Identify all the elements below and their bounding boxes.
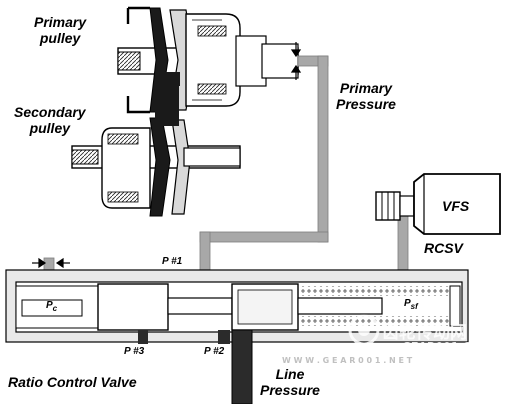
- rcsv-line: [397, 213, 409, 275]
- secondary-sheave-b: [171, 119, 191, 215]
- line-pressure-inlet: [231, 329, 253, 404]
- secondary-pulley: [71, 86, 241, 217]
- pc-label: Pc: [46, 300, 58, 313]
- hydraulic-lines: [43, 55, 409, 277]
- primary-pulley-label: Primary pulley: [34, 14, 87, 47]
- watermark-logo: [348, 314, 380, 346]
- vfs-solenoid: [375, 173, 501, 235]
- p2-label: P #2: [204, 346, 225, 357]
- primary-pressure-label: Primary Pressure: [336, 80, 396, 113]
- watermark-www: W W W . G E A R 0 0 1 . N E T: [282, 356, 413, 365]
- belt: [155, 86, 179, 126]
- port-p3: [138, 330, 148, 344]
- ratio-control-valve-label: Ratio Control Valve: [8, 374, 137, 390]
- rcsv-label: RCSV: [424, 240, 463, 256]
- secondary-pulley-label: Secondary pulley: [14, 104, 86, 137]
- primary-pressure-line-vertical: [317, 55, 329, 243]
- psf-label: Psf: [404, 298, 418, 311]
- primary-pressure-line-drop: [199, 231, 211, 275]
- vfs-label: VFS: [442, 198, 470, 214]
- spool-land-1: [97, 283, 169, 331]
- port-p2: [218, 330, 230, 344]
- primary-piston-housing: [185, 13, 241, 107]
- primary-pulley: [117, 6, 299, 114]
- p1-label: P #1: [162, 256, 183, 267]
- watermark-cn: 齿轮传动网: [382, 323, 467, 343]
- p3-label: P #3: [124, 346, 145, 357]
- line-pressure-label: Line Pressure: [260, 366, 320, 399]
- watermark-url: GEAR001.COM: [402, 340, 492, 353]
- primary-pressure-line-horizontal: [199, 231, 329, 243]
